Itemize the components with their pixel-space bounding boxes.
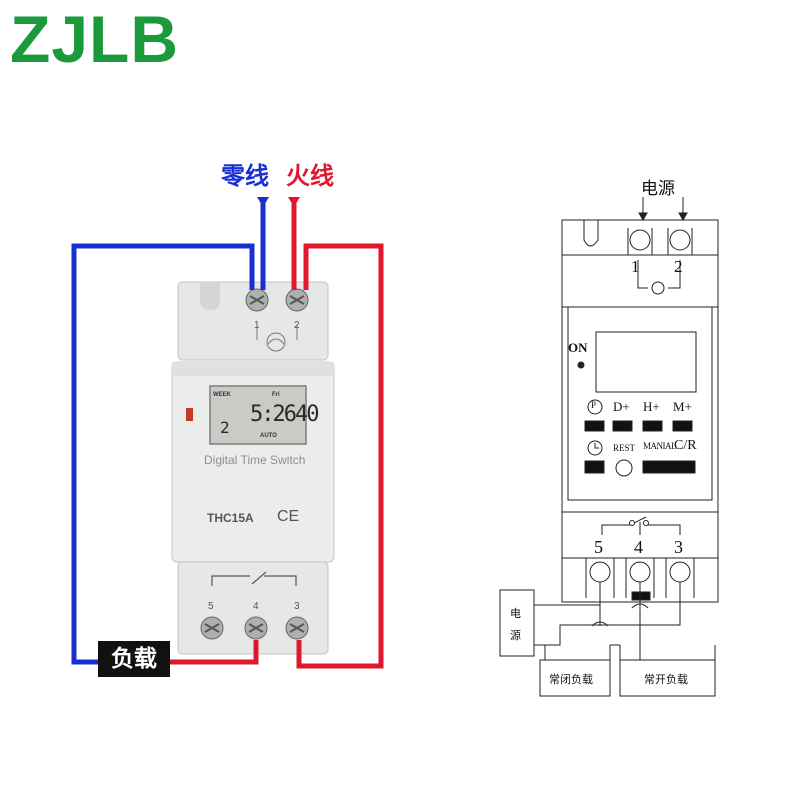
lcd-auto-label: AUTO (260, 433, 277, 439)
schematic-button-h (642, 420, 663, 432)
ce-mark: CE (277, 508, 300, 525)
schematic-terminal-1 (629, 229, 651, 251)
load-wire (170, 640, 259, 665)
schematic-button-label-rest: REST (613, 443, 636, 453)
device-terminal-label-2: 2 (294, 320, 300, 331)
wires (71, 197, 384, 669)
live-arrow (288, 197, 300, 207)
schematic-terminal-label-4: 4 (634, 537, 643, 557)
schematic-nc-load-label: 常闭负载 (549, 673, 593, 686)
lcd-day-number: 2 (220, 418, 230, 437)
schematic-clock-icon (587, 440, 603, 456)
load-label: 负载 (98, 641, 170, 677)
status-led (186, 408, 193, 421)
device-body-lip (172, 362, 334, 376)
schematic-nc-load-box (539, 659, 611, 697)
lcd-time: 5:2640 (250, 402, 319, 427)
device-terminal-label-3: 3 (294, 601, 300, 612)
schematic-terminal-5 (589, 561, 611, 583)
schematic-terminal-label-5: 5 (594, 537, 603, 557)
schematic-ac-symbol (651, 281, 665, 295)
device-top-notch (200, 282, 220, 310)
schematic-terminal-label-3: 3 (674, 537, 683, 557)
neutral-wire (71, 243, 255, 665)
schematic-button-label-h: H+ (643, 399, 660, 414)
schematic-terminal-3 (669, 561, 691, 583)
device-terminal-label-5: 5 (208, 601, 214, 612)
schematic-power-side-2: 源 (510, 629, 521, 642)
device-terminal-label-4: 4 (253, 601, 259, 612)
relay-contact (251, 571, 267, 585)
schematic-button-clock (584, 460, 605, 474)
brand-logo: ZJLB (10, 2, 179, 76)
live-wire-label: 火线 (286, 162, 334, 190)
schematic-button-p (584, 420, 605, 432)
schematic-button-label-manial: MANIAL (643, 441, 677, 451)
schematic-button-label-d: D+ (613, 399, 630, 414)
schematic-p-button-icon (587, 399, 603, 415)
schematic-button-label-m: M+ (673, 399, 692, 414)
schematic-button-label-cr: C/R (674, 438, 697, 453)
device-terminal-label-1: 1 (254, 320, 260, 331)
schematic-button-label-p: P (591, 400, 597, 410)
schematic-button-d (612, 420, 633, 432)
schematic-power-label: 电源 (641, 179, 675, 199)
lcd-week-label: WEEK (213, 392, 231, 398)
schematic-diagram (499, 197, 719, 697)
schematic-terminal-label-1: 1 (631, 257, 640, 276)
schematic-power-box (499, 589, 535, 657)
relay-symbol (211, 575, 297, 586)
schematic-button-m (672, 420, 693, 432)
lcd-display (209, 385, 307, 445)
neutral-wire-label: 零线 (221, 162, 269, 190)
schematic-reset-button (615, 459, 633, 477)
lcd-day-mark: Fri (272, 392, 280, 398)
schematic-lcd (595, 331, 697, 393)
schematic-terminal-4 (629, 561, 651, 583)
live-wire (296, 243, 384, 669)
schematic-terminal-2 (669, 229, 691, 251)
schematic-on-dot (577, 361, 585, 369)
schematic-no-load-label: 常开负载 (644, 673, 688, 686)
ac-symbol (266, 332, 286, 352)
device-name: Digital Time Switch (204, 453, 306, 467)
neutral-arrow (257, 197, 269, 207)
schematic-no-load-box (619, 659, 716, 697)
schematic-on-label: ON (568, 340, 588, 355)
timer-device (171, 281, 335, 655)
schematic-terminal-label-2: 2 (674, 257, 683, 276)
device-model: THC15A (207, 511, 254, 525)
schematic-power-side-1: 电 (510, 607, 521, 620)
schematic-button-manual (642, 460, 696, 474)
